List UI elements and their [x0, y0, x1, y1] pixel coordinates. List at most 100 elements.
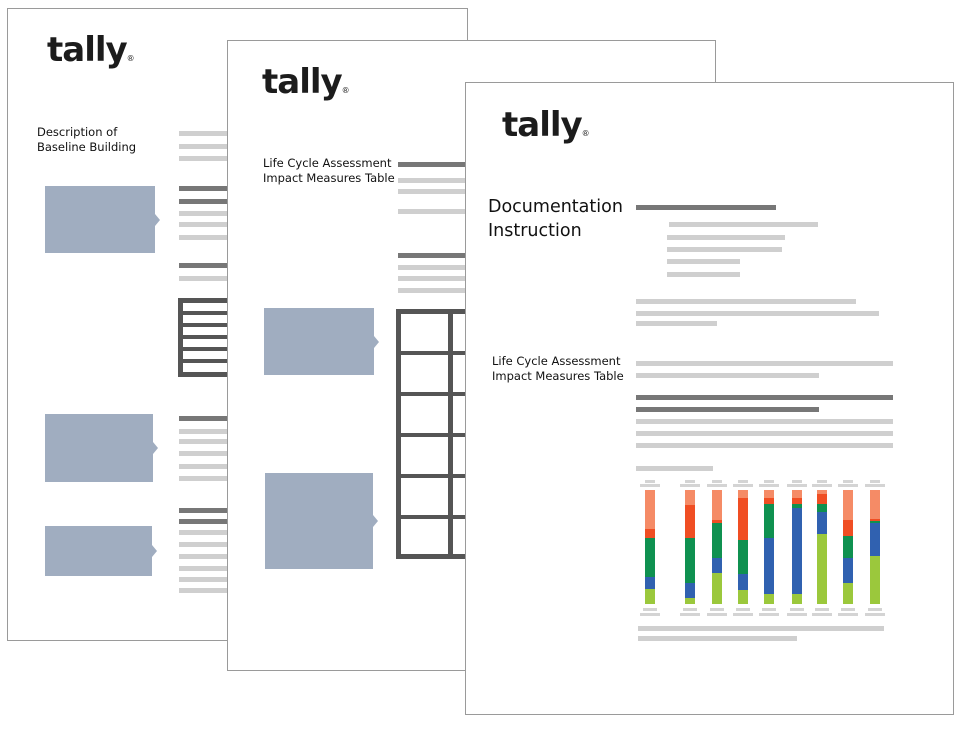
bar-segment-salmon: [870, 490, 880, 519]
title-line: Impact Measures Table: [263, 171, 395, 185]
text-line-placeholder: [398, 162, 528, 167]
bar-segment-green: [764, 504, 774, 538]
bar-segment-red: [685, 505, 695, 538]
text-line-placeholder: [636, 419, 893, 424]
bar-segment-green: [843, 536, 853, 558]
bar-segment-green: [870, 520, 880, 524]
bar-segment-blue: [712, 557, 722, 573]
bar: [764, 490, 774, 604]
bar-label-placeholder: [707, 484, 727, 487]
bar-label-placeholder: [645, 480, 655, 483]
text-line-placeholder: [398, 178, 528, 183]
bar-label-placeholder: [640, 613, 660, 616]
bar-label-placeholder: [865, 613, 885, 616]
text-line-placeholder: [638, 626, 884, 631]
bar-label-placeholder: [707, 613, 727, 616]
text-line-placeholder: [636, 395, 893, 400]
tally-logo: tally®: [502, 108, 590, 142]
bar-segment-blue: [870, 523, 880, 556]
text-line-placeholder: [636, 205, 776, 210]
section-title: Life Cycle Assessment Impact Measures Ta…: [263, 156, 395, 186]
section-title: Description of Baseline Building: [37, 125, 136, 155]
text-line-placeholder: [667, 247, 782, 252]
heading-line: Instruction: [488, 221, 582, 241]
bar-segment-blue: [738, 574, 748, 590]
bar-label-placeholder: [683, 608, 697, 611]
bar-label-placeholder: [792, 480, 802, 483]
logo-text: tally: [47, 30, 128, 70]
bar-segment-blue: [764, 538, 774, 594]
image-placeholder: [45, 186, 160, 253]
bar-segment-blue: [843, 557, 853, 583]
text-line-placeholder: [636, 431, 893, 436]
bar-segment-red: [870, 518, 880, 521]
bar-segment-salmon: [645, 490, 655, 529]
bar: [792, 490, 802, 604]
bar-label-placeholder: [685, 480, 695, 483]
bar-segment-salmon: [685, 490, 695, 505]
bar-segment-salmon: [738, 490, 748, 498]
bar-segment-red: [712, 519, 722, 523]
text-line-placeholder: [398, 276, 528, 281]
bar-label-placeholder: [841, 608, 855, 611]
bar-label-placeholder: [733, 484, 753, 487]
text-line-placeholder: [398, 189, 528, 194]
bar-segment-blue: [792, 508, 802, 594]
bar-segment-blue: [817, 512, 827, 534]
bar-segment-salmon: [817, 490, 827, 494]
text-line-placeholder: [398, 209, 528, 214]
text-line-placeholder: [667, 259, 740, 264]
bar-label-placeholder: [733, 613, 753, 616]
bar-segment-lime: [645, 588, 655, 604]
bar-label-placeholder: [812, 613, 832, 616]
heading-line: Documentation: [488, 197, 623, 217]
title-line: Life Cycle Assessment: [492, 354, 621, 368]
bar-segment-lime: [738, 589, 748, 604]
bar: [712, 490, 722, 604]
logo-text: tally: [262, 62, 343, 102]
bar-segment-green: [792, 503, 802, 509]
bar-segment-green: [817, 504, 827, 512]
bar-segment-red: [645, 529, 655, 538]
image-placeholder: [264, 308, 379, 375]
title-line: Description of: [37, 125, 118, 139]
bar-segment-salmon: [764, 490, 774, 498]
bar-segment-red: [817, 494, 827, 504]
text-line-placeholder: [398, 288, 528, 293]
bar-segment-lime: [712, 572, 722, 604]
image-placeholder: [45, 526, 157, 576]
bar-segment-lime: [764, 593, 774, 604]
bar-label-placeholder: [680, 484, 700, 487]
text-line-placeholder: [398, 253, 528, 258]
bar-label-placeholder: [640, 484, 660, 487]
text-line-placeholder: [636, 361, 893, 366]
bar: [843, 490, 853, 604]
bar-label-placeholder: [764, 480, 774, 483]
text-line-placeholder: [636, 443, 893, 448]
text-line-placeholder: [638, 636, 797, 641]
bar: [685, 490, 695, 604]
bar-label-placeholder: [710, 608, 724, 611]
bar-segment-red: [843, 519, 853, 537]
page-heading: Documentation Instruction: [488, 195, 623, 243]
bar-label-placeholder: [843, 480, 853, 483]
bar-segment-salmon: [792, 490, 802, 498]
logo-mark: ®: [126, 54, 135, 63]
logo-mark: ®: [581, 129, 590, 138]
bar-label-placeholder: [759, 484, 779, 487]
bar-segment-green: [685, 538, 695, 583]
bar-label-placeholder: [787, 484, 807, 487]
text-line-placeholder: [636, 373, 819, 378]
title-line: Impact Measures Table: [492, 369, 624, 383]
bar-segment-green: [738, 540, 748, 575]
text-line-placeholder: [669, 222, 818, 227]
text-line-placeholder: [667, 272, 740, 277]
bar-segment-lime: [843, 582, 853, 604]
bar-segment-blue: [685, 582, 695, 598]
bar: [645, 490, 655, 604]
text-line-placeholder: [636, 311, 879, 316]
bar-label-placeholder: [762, 608, 776, 611]
text-line-placeholder: [636, 321, 717, 326]
bar-segment-salmon: [843, 490, 853, 520]
bar-label-placeholder: [790, 608, 804, 611]
